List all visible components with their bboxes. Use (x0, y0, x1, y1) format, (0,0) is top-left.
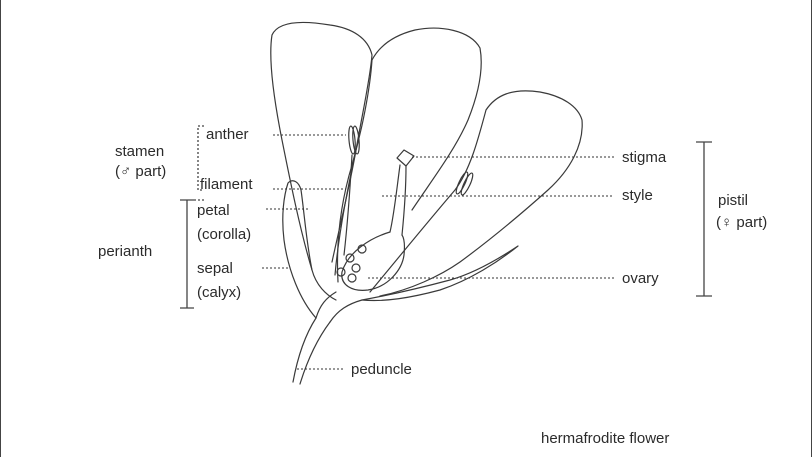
ovule (351, 263, 361, 273)
sepal-right-shape (361, 245, 519, 302)
sepal-shape (282, 180, 337, 319)
stamen-bracket (197, 125, 204, 191)
label-sepal: sepal (197, 260, 233, 277)
ovary-shape (341, 231, 405, 291)
perianth-bracket (180, 199, 194, 309)
anther-right-shape (455, 171, 469, 195)
style-shape (389, 164, 407, 236)
filament-shape (343, 154, 353, 256)
peduncle-stem (292, 317, 317, 383)
label-calyx: (calyx) (197, 284, 242, 301)
ovule (347, 273, 357, 283)
label-perianth: perianth (98, 243, 153, 260)
label-stigma: stigma (622, 149, 667, 166)
label-corolla: (corolla) (197, 226, 252, 243)
receptacle (315, 291, 363, 323)
anther-left-shape (348, 125, 356, 155)
frame-border-left (0, 0, 1, 457)
label-stamen: stamen (115, 143, 165, 160)
label-style: style (622, 187, 653, 204)
label-stamen-sub: (♂ part) (115, 163, 167, 180)
ovule (336, 267, 346, 277)
label-anther: anther (206, 126, 249, 143)
pistil-bracket (696, 141, 712, 297)
label-peduncle: peduncle (351, 361, 412, 378)
label-ovary: ovary (622, 270, 659, 287)
petal-right (369, 90, 583, 297)
ovule (345, 253, 355, 263)
label-filament: filament (200, 176, 253, 193)
label-petal: petal (197, 202, 230, 219)
label-pistil-sub: (♀ part) (716, 214, 768, 231)
ovule (357, 244, 367, 254)
caption: hermafrodite flower (541, 430, 670, 447)
label-pistil: pistil (718, 192, 749, 209)
stigma-shape (396, 149, 415, 167)
